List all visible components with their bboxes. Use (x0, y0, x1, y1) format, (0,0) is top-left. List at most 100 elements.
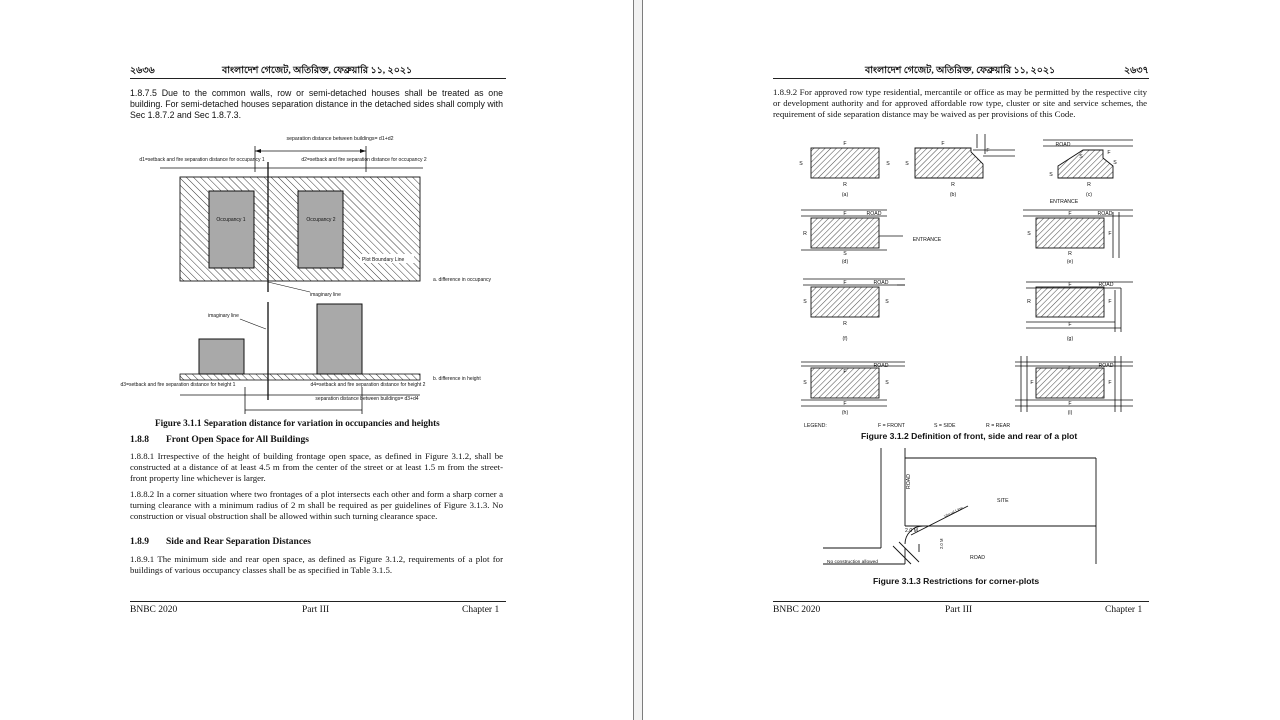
svg-text:F: F (843, 401, 846, 407)
figure-312-diagram: F S S R (a) F S F R (b) ROAD S F S S R (… (799, 134, 1133, 429)
svg-text:ROAD: ROAD (1099, 363, 1114, 369)
para-1881: 1.8.8.1 Irrespective of the height of bu… (130, 451, 503, 484)
header-rule (130, 78, 506, 79)
legend-label: LEGEND: (804, 423, 827, 429)
svg-text:S: S (1113, 160, 1117, 166)
svg-text:F: F (1068, 366, 1071, 372)
footer-rule (773, 601, 1149, 602)
plot-boundary-label: Plot Boundary Line (362, 257, 404, 263)
site-label: SITE (997, 498, 1009, 504)
road-label-c: ROAD (1056, 142, 1071, 148)
sub-h: (h) (842, 410, 849, 416)
svg-text:ROAD: ROAD (1099, 282, 1114, 288)
legend-front: F = FRONT (878, 423, 906, 429)
road-label-horizontal: ROAD (970, 555, 985, 561)
section-188-title: Front Open Space for All Buildings (166, 435, 309, 445)
visual-line-label: Visual Line (943, 505, 964, 519)
svg-text:S: S (1049, 172, 1053, 178)
no-construction-label: No construction allowed (827, 559, 878, 565)
figure-311-caption: Figure 3.1.1 Separation distance for var… (155, 418, 440, 428)
svg-text:S: S (885, 299, 889, 305)
page-number-right: ২৬৩৭ (1124, 66, 1149, 76)
svg-text:R: R (951, 182, 955, 188)
imaginary-line-label-a: imaginary line (310, 292, 341, 298)
d1-label: d1=setback and fire separation distance … (139, 157, 264, 163)
header-rule (773, 78, 1149, 79)
svg-text:S: S (885, 380, 889, 386)
page-number-left: ২৬৩৬ (130, 66, 155, 76)
footer-center: Part III (945, 605, 973, 615)
footer-rule (130, 601, 506, 602)
d4-label: d4=setback and fire separation distance … (311, 382, 426, 388)
page-gutter (633, 0, 643, 720)
para-1891: 1.8.9.1 The minimum side and rear open s… (130, 554, 503, 576)
svg-text:R: R (1027, 299, 1031, 305)
svg-text:R: R (843, 321, 847, 327)
svg-text:R: R (1087, 182, 1091, 188)
document-page-left: ২৬৩৬ বাংলাদেশ গেজেট, অতিরিক্ত, ফেব্রুয়া… (0, 0, 633, 720)
section-189-title: Side and Rear Separation Distances (166, 537, 311, 547)
footer-right: Chapter 1 (462, 605, 500, 615)
svg-text:F: F (1068, 322, 1071, 328)
svg-text:F: F (1030, 380, 1033, 386)
sub-e: (e) (1067, 259, 1074, 265)
sep-label-a: separation distance between buildings= d… (287, 136, 394, 142)
occupancy-1-label: Occupancy 1 (216, 217, 245, 223)
footer-left: BNBC 2020 (130, 605, 178, 615)
svg-text:F: F (1108, 231, 1111, 237)
diff-height-label: b. difference in height (433, 376, 481, 382)
section-189-number: 1.8.9 (130, 537, 149, 547)
svg-text:S: S (803, 380, 807, 386)
svg-text:S: S (799, 161, 803, 167)
svg-text:F: F (1068, 282, 1071, 288)
svg-text:R: R (1068, 251, 1072, 257)
para-1892: 1.8.9.2 For approved row type residentia… (773, 87, 1147, 120)
legend-rear: R = REAR (986, 423, 1010, 429)
svg-text:ROAD: ROAD (874, 363, 889, 369)
svg-text:R: R (803, 231, 807, 237)
svg-text:S: S (843, 251, 847, 257)
svg-text:S: S (1079, 154, 1083, 160)
sub-d: (d) (842, 259, 849, 265)
sep-label-b: separation distance between buildings= d… (315, 396, 418, 402)
svg-text:ROAD: ROAD (867, 211, 882, 217)
sub-i: (i) (1068, 410, 1073, 416)
svg-text:F: F (843, 141, 846, 147)
svg-text:F: F (843, 280, 846, 286)
figure-313-caption: Figure 3.1.3 Restrictions for corner-plo… (873, 576, 1040, 586)
svg-text:S: S (886, 161, 890, 167)
svg-text:S: S (905, 161, 909, 167)
sub-a: (a) (842, 192, 849, 198)
legend-side: S = SIDE (934, 423, 956, 429)
para-1882: 1.8.8.2 In a corner situation where two … (130, 489, 503, 522)
diff-occupancy-label: a. difference in occupancy (433, 277, 492, 283)
footer-right: Chapter 1 (1105, 605, 1143, 615)
road-label-vertical: ROAD (906, 474, 912, 489)
svg-text:S: S (803, 299, 807, 305)
document-page-right: বাংলাদেশ গেজেট, অতিরিক্ত, ফেব্রুয়ারি ১১… (643, 0, 1280, 720)
sub-f: (f) (843, 336, 848, 342)
figure-313-diagram: ROAD SITE 2.0 M Visual Line 2.0 M ROAD N… (823, 448, 1097, 565)
entrance-label-d: ENTRANCE (913, 237, 942, 243)
sub-b: (b) (950, 192, 957, 198)
occupancy-2-label: Occupancy 2 (306, 217, 335, 223)
gazette-header-right: বাংলাদেশ গেজেট, অতিরিক্ত, ফেব্রুয়ারি ১১… (865, 66, 1056, 76)
section-188-number: 1.8.8 (130, 435, 149, 445)
svg-text:R: R (843, 182, 847, 188)
entrance-label-e: ENTRANCE (1050, 199, 1079, 205)
figure-312-caption: Figure 3.1.2 Definition of front, side a… (861, 431, 1078, 441)
footer-left: BNBC 2020 (773, 605, 821, 615)
svg-text:ROAD: ROAD (874, 280, 889, 286)
svg-text:S: S (1027, 231, 1031, 237)
dim-label: 2.0 M (939, 538, 944, 549)
radius-label: 2.0 M (905, 528, 918, 534)
d3-label: d3=setback and fire separation distance … (121, 382, 236, 388)
svg-text:F: F (1068, 211, 1071, 217)
svg-text:F: F (1107, 150, 1110, 156)
svg-text:F: F (1108, 299, 1111, 305)
footer-center: Part III (302, 605, 330, 615)
imaginary-line-label-b: imaginary line (208, 313, 239, 319)
svg-text:F: F (1068, 401, 1071, 407)
sub-c: (c) (1086, 192, 1092, 198)
figure-311-diagram: separation distance between buildings= d… (121, 136, 492, 414)
